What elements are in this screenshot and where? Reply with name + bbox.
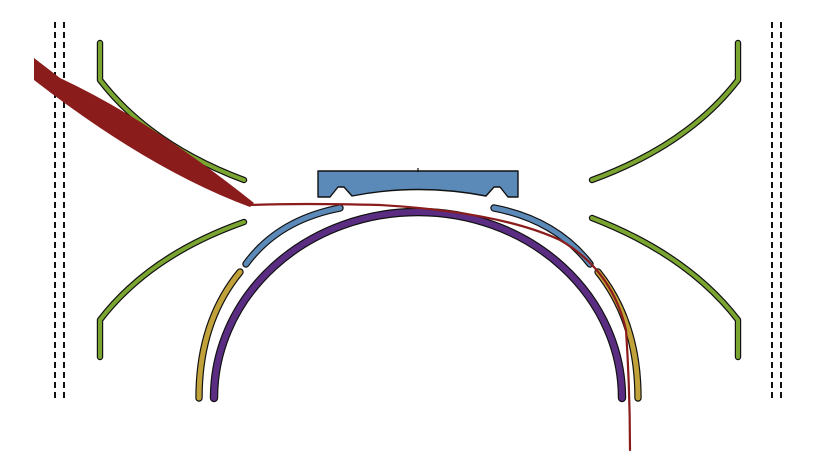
beam-path (248, 202, 632, 452)
green-electrode-bottom-left (98, 220, 246, 359)
beam-entry-wedge (34, 58, 254, 207)
gold-arc-left (196, 269, 243, 401)
blue-block (317, 170, 519, 198)
right-dashed-boundary (771, 22, 782, 402)
blue-arc-right (491, 205, 593, 267)
blue-arcs (242, 204, 594, 268)
particle-beam (34, 58, 632, 452)
green-electrode-bottom-right (590, 216, 740, 359)
gold-arcs (195, 268, 642, 402)
green-electrode-top-right (590, 41, 740, 182)
blue-arc-left (243, 205, 343, 267)
purple-semicircle (211, 209, 625, 401)
green-electrodes (96, 39, 742, 361)
